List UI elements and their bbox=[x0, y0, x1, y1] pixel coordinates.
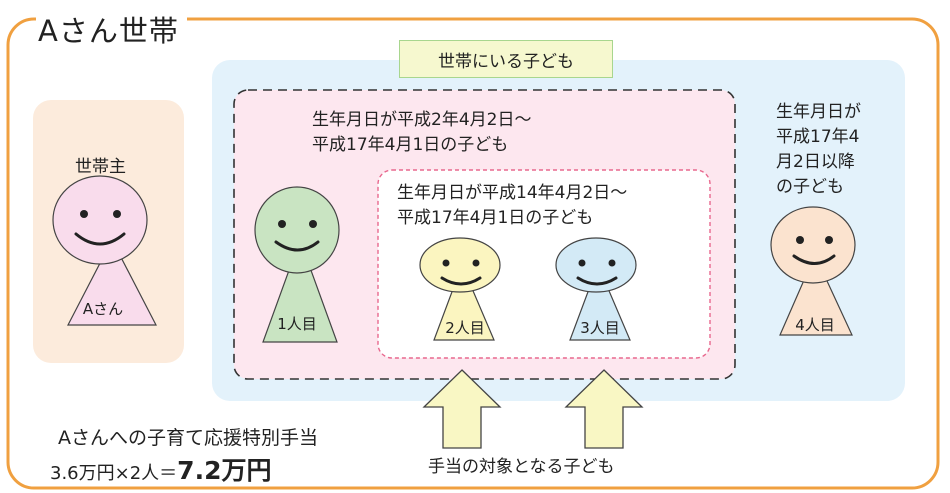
condition-h2-h17-line1: 生年月日が平成2年4月2日～ bbox=[312, 110, 532, 130]
household-frame bbox=[6, 17, 940, 490]
person-child4 bbox=[770, 206, 856, 336]
condition-after-line1: 生年月日が bbox=[776, 102, 861, 122]
label-child3: 3人目 bbox=[580, 319, 620, 337]
label-child4: 4人目 bbox=[795, 316, 835, 334]
label-head: Aさん bbox=[82, 300, 124, 318]
head-title: 世帯主 bbox=[75, 157, 126, 177]
allowance-formula-text: 3.6万円×2人＝ bbox=[50, 463, 178, 484]
condition-after-line3: 月2日以降 bbox=[776, 152, 855, 172]
condition-h2-h17: 生年月日が平成2年4月2日～ 平成17年4月1日の子ども bbox=[312, 108, 531, 158]
arrow-target-child2 bbox=[422, 369, 502, 449]
person-child2 bbox=[419, 237, 501, 341]
allowance-caption: Aさんへの子育て応援特別手当 bbox=[58, 427, 318, 449]
condition-after-line2: 平成17年4 bbox=[776, 127, 860, 147]
children-tag: 世帯にいる子ども bbox=[399, 40, 613, 78]
label-child1: 1人目 bbox=[277, 315, 317, 333]
diagram-title: Aさん世帯 bbox=[36, 8, 187, 50]
condition-h14-h17-line2: 平成17年4月1日の子ども bbox=[397, 208, 594, 228]
label-child2: 2人目 bbox=[445, 319, 485, 337]
allowance-result: 7.2万円 bbox=[177, 456, 272, 485]
person-child1 bbox=[254, 186, 340, 343]
arrow-target-child3 bbox=[564, 369, 644, 449]
person-head bbox=[52, 175, 157, 326]
target-children-label: 手当の対象となる子ども bbox=[428, 457, 615, 477]
condition-h14-h17-line1: 生年月日が平成14年4月2日～ bbox=[397, 183, 628, 203]
allowance-formula: 3.6万円×2人＝7.2万円 bbox=[50, 451, 271, 487]
condition-h2-h17-line2: 平成17年4月1日の子ども bbox=[312, 135, 509, 155]
condition-after-line4: の子ども bbox=[776, 177, 844, 197]
condition-after-h17: 生年月日が 平成17年4 月2日以降 の子ども bbox=[776, 100, 886, 200]
person-child3 bbox=[555, 237, 637, 341]
condition-h14-h17: 生年月日が平成14年4月2日～ 平成17年4月1日の子ども bbox=[397, 181, 627, 231]
